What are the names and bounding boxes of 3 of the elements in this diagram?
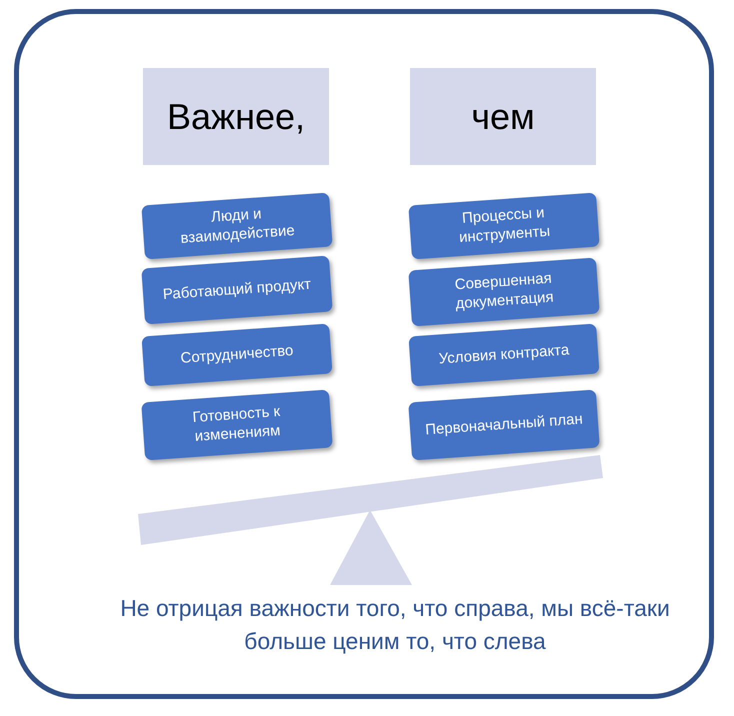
header-box: Важнее, [143, 68, 329, 165]
header-box: чем [410, 68, 596, 165]
caption-text: Не отрицая важности того, что справа, мы всё-таки больше ценим то, что слева [119, 594, 671, 656]
